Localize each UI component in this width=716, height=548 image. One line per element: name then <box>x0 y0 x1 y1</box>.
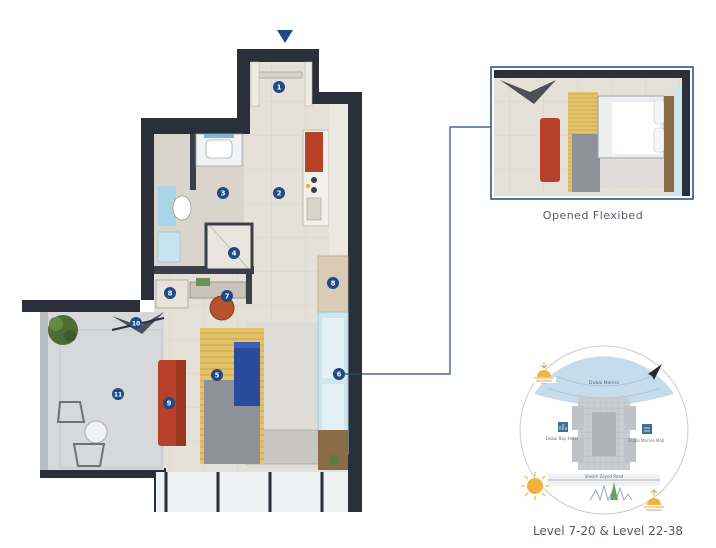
marker-10: 10 <box>130 317 142 329</box>
marker-3: 3 <box>217 187 229 199</box>
key-plan-label-right: Dubai Marina Mall <box>628 438 664 443</box>
bathroom-wall <box>190 134 196 190</box>
key-plan-label-bottom: Sheikh Zayed Road <box>585 474 624 479</box>
inset-window <box>674 86 682 196</box>
key-plan: Dubai Marina Sheikh Zayed Road Dubai Bay… <box>519 345 689 515</box>
balcony-chair-bottom <box>72 443 106 467</box>
blue-bench <box>234 342 260 406</box>
balcony-rail <box>40 312 48 470</box>
marker-7: 7 <box>221 290 233 302</box>
mall-icon <box>642 424 652 434</box>
marker-5-label: 5 <box>215 372 220 380</box>
door-frame-left <box>250 61 260 107</box>
balcony-table <box>84 420 108 444</box>
shower-glass <box>157 231 181 263</box>
marker-9: 9 <box>163 397 175 409</box>
inset-pillow-bottom <box>653 127 665 153</box>
floor-plan <box>22 49 362 512</box>
balcony-chair-top <box>56 401 86 423</box>
flexibed-inset <box>490 66 694 200</box>
marker-2: 2 <box>273 187 285 199</box>
marker-3-label: 3 <box>221 190 226 198</box>
inset-balcony-door <box>500 80 556 104</box>
inset-pillow-top <box>653 99 665 125</box>
sunrise-icon-top <box>532 362 556 384</box>
marker-8-right: 8 <box>327 277 339 289</box>
marker-11: 11 <box>112 388 124 400</box>
entrance-arrow-icon <box>277 30 293 43</box>
window-strip <box>156 472 348 512</box>
inset-red-chaise <box>540 118 560 182</box>
hotel-icon <box>558 422 568 432</box>
marker-2-label: 2 <box>277 190 282 198</box>
marker-10-label: 10 <box>132 321 140 328</box>
inset-wall-right <box>682 70 690 196</box>
marker-1: 1 <box>273 81 285 93</box>
mirror <box>204 134 234 138</box>
marker-7-label: 7 <box>225 293 230 301</box>
kitchen-red-panel <box>305 132 323 172</box>
room-divider <box>246 274 252 304</box>
north-arrow-icon <box>648 364 662 380</box>
tower-core <box>592 412 616 456</box>
sink-basin <box>205 139 233 159</box>
tower-wings <box>572 406 636 462</box>
kitchen-sink <box>306 197 322 221</box>
desk-plant <box>196 278 210 286</box>
leader-line <box>345 126 492 375</box>
balcony-door <box>112 312 164 334</box>
bathroom-wall-lower <box>154 266 254 274</box>
sunset-icon-bottom <box>642 489 666 512</box>
skyline-tree <box>610 482 618 500</box>
room-markers: 1 2 3 4 5 6 7 8 <box>112 81 345 409</box>
blue-bench-top <box>234 342 260 348</box>
inset-rug-grey <box>572 134 600 192</box>
key-plan-label-top: Dubai Marina <box>589 380 619 386</box>
red-chaise-back <box>176 360 186 446</box>
kitchen-wall <box>329 104 348 254</box>
inset-sofa <box>600 160 664 188</box>
utility-room <box>204 222 254 272</box>
marker-5: 5 <box>211 369 223 381</box>
marker-11-label: 11 <box>114 392 122 399</box>
key-plan-label-left: Dubai Bay Hotel <box>546 436 578 441</box>
sun-icon-left <box>521 472 549 500</box>
marker-8-right-label: 8 <box>331 280 336 288</box>
entry-door <box>257 71 303 79</box>
marker-9-label: 9 <box>167 400 172 408</box>
key-plan-caption: Level 7-20 & Level 22-38 <box>532 524 684 538</box>
inset-caption: Opened Flexibed <box>542 209 644 222</box>
utility-door-swing <box>209 225 249 269</box>
inset-bed-duvet <box>612 102 660 154</box>
window-mullions <box>164 472 324 512</box>
flexibed-cushion-bottom <box>322 384 344 444</box>
flexibed-cushion-top <box>322 318 344 378</box>
shower-tray <box>158 186 176 226</box>
inset-wall-top <box>494 70 690 78</box>
marker-6-label: 6 <box>337 371 342 379</box>
marker-6: 6 <box>333 368 345 380</box>
marker-4: 4 <box>228 247 240 259</box>
toilet <box>172 195 192 221</box>
door-frame-right <box>304 61 313 107</box>
marker-8-left-label: 8 <box>168 290 173 298</box>
marker-1-label: 1 <box>277 84 282 92</box>
key-plan-ring <box>519 345 689 515</box>
marker-8-left: 8 <box>164 287 176 299</box>
marker-4-label: 4 <box>232 250 237 258</box>
